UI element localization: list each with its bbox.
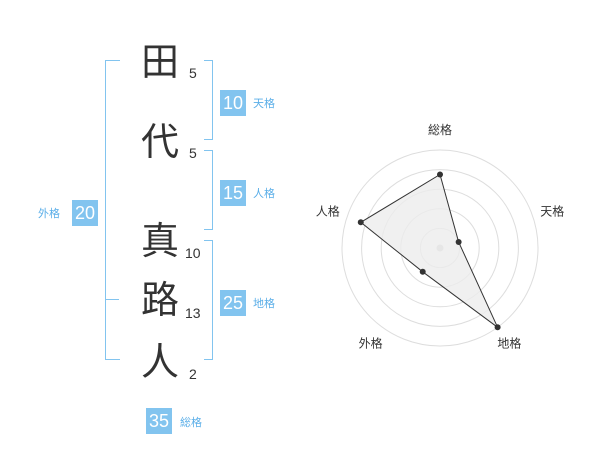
soukaku-label: 総格 (180, 416, 202, 429)
chikaku-label: 地格 (253, 297, 275, 310)
radar-ring-5 (341, 149, 539, 347)
name-char-2: 代 (140, 120, 179, 164)
radar-point-1 (437, 171, 443, 178)
radar-point-3 (494, 324, 501, 331)
radar-area (359, 173, 499, 328)
jinkaku-label: 人格 (253, 187, 275, 200)
stroke-count-5: 2 (189, 366, 197, 382)
tenkaku-bracket (204, 60, 213, 140)
stroke-count-4: 13 (185, 305, 201, 321)
radar-point-4 (419, 268, 426, 275)
name-char-4: 路 (140, 278, 179, 322)
radar-axis-label-1: 総格 (428, 122, 452, 137)
jinkaku-value: 15 (220, 180, 246, 206)
tenkaku-value: 10 (220, 90, 246, 116)
chikaku-value: 25 (220, 290, 246, 316)
radar-axis-label-5: 人格 (316, 204, 340, 219)
soukaku-value: 35 (146, 408, 172, 434)
tenkaku-label: 天格 (253, 97, 275, 110)
stroke-count-1: 5 (189, 65, 197, 81)
radar-ring-4 (361, 169, 519, 327)
gaikaku-bracket (105, 60, 120, 360)
name-char-5: 人 (140, 340, 179, 384)
gaikaku-bracket-divider (105, 299, 119, 300)
radar-point-2 (455, 238, 462, 245)
jinkaku-bracket (204, 150, 213, 230)
radar-axis-label-2: 天格 (540, 204, 564, 219)
stroke-count-3: 10 (185, 245, 201, 261)
radar-point-5 (357, 219, 364, 226)
stroke-count-2: 5 (189, 145, 197, 161)
name-char-1: 田 (140, 40, 179, 84)
gaikaku-label: 外格 (38, 207, 60, 220)
name-char-3: 真 (140, 219, 179, 263)
radar-axis-label-4: 外格 (359, 336, 383, 351)
radar-axis-label-3: 地格 (497, 336, 521, 351)
gaikaku-value: 20 (72, 200, 98, 226)
chikaku-bracket (204, 240, 213, 360)
